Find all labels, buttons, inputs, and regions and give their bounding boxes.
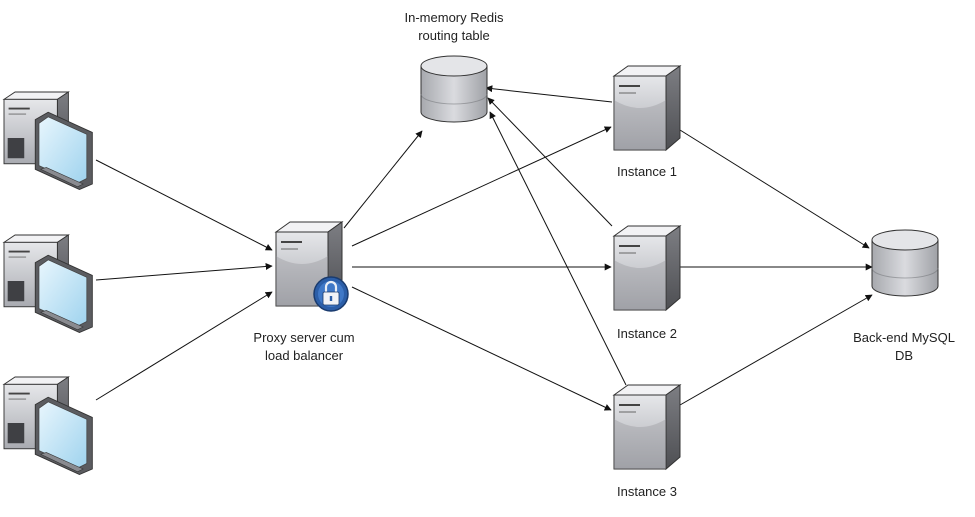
edge-client1-proxy — [95, 159, 273, 251]
edge-instance3-mysql — [679, 294, 873, 406]
client-3[interactable] — [3, 376, 94, 476]
mysql-label-line1: Back-end MySQL — [853, 330, 955, 345]
client-1[interactable] — [3, 91, 94, 191]
edges — [95, 85, 873, 411]
client-2[interactable] — [3, 234, 94, 334]
instance-3-label: Instance 3 — [617, 484, 677, 499]
proxy-label-line2: load balancer — [265, 348, 344, 363]
mysql-database-node[interactable] — [871, 229, 939, 297]
edge-client3-proxy — [95, 291, 273, 401]
edge-proxy-redis — [343, 130, 423, 229]
redis-database-node[interactable] — [420, 55, 488, 123]
proxy-server-node[interactable] — [275, 221, 349, 312]
edge-instance2-redis — [487, 97, 613, 227]
edge-instance1-mysql — [679, 129, 870, 249]
redis-label-line2: routing table — [418, 28, 490, 43]
lock-icon — [313, 276, 349, 312]
edge-proxy-instance1 — [351, 126, 612, 247]
redis-label-line1: In-memory Redis — [405, 10, 504, 25]
instance-2-node[interactable] — [613, 225, 681, 311]
instance-3-node[interactable] — [613, 384, 681, 470]
edge-client2-proxy — [95, 263, 273, 281]
edge-proxy-instance3 — [351, 286, 612, 411]
edge-instance3-redis — [489, 111, 627, 386]
proxy-label-line1: Proxy server cum — [253, 330, 354, 345]
instance-1-label: Instance 1 — [617, 164, 677, 179]
mysql-label-line2: DB — [895, 348, 913, 363]
instance-2-label: Instance 2 — [617, 326, 677, 341]
edge-instance1-redis — [485, 85, 613, 103]
instance-1-node[interactable] — [613, 65, 681, 151]
